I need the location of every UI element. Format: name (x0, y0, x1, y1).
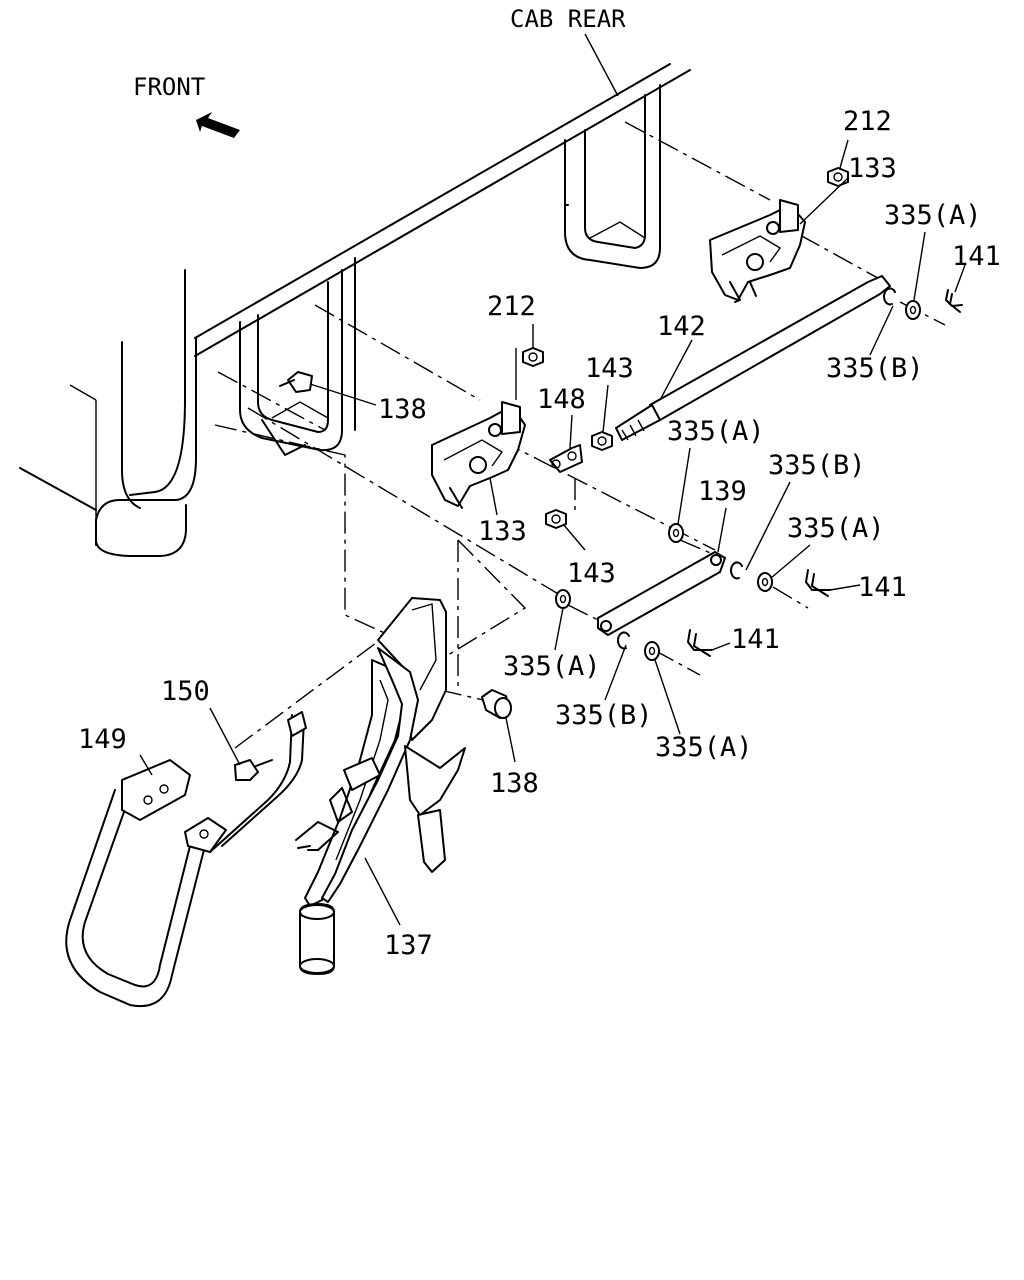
callout-335b-3: 335(B) (555, 700, 653, 731)
callout-149: 149 (78, 724, 127, 755)
callout-139: 139 (698, 476, 747, 507)
front-label: FRONT (133, 73, 205, 101)
callout-133-upper: 133 (848, 153, 897, 184)
snap-rings (617, 287, 896, 650)
callout-143-upper: 143 (585, 353, 634, 384)
parking-brake-lever-137 (295, 597, 466, 975)
callout-335a-2: 335(A) (667, 416, 765, 447)
upper-lever-bracket-133 (709, 199, 806, 303)
link-139 (597, 551, 726, 636)
callout-335a-4: 335(A) (503, 651, 601, 682)
callout-335b-2: 335(B) (768, 450, 866, 481)
nut-143-upper (591, 431, 613, 451)
callout-148: 148 (537, 384, 586, 415)
nut-143-lower (545, 509, 567, 529)
callout-133-lower: 133 (478, 516, 527, 547)
callout-142: 142 (657, 311, 706, 342)
bolt-138-upper (279, 371, 313, 393)
link-rod-142 (615, 275, 891, 441)
leader-lines (139, 139, 966, 926)
front-arrow-icon (196, 112, 240, 138)
bolt-138-lower (481, 689, 512, 719)
callout-141-1: 141 (952, 241, 1001, 272)
callout-138-upper: 138 (378, 394, 427, 425)
nut-212-upper (827, 167, 849, 187)
nut-212-lower (522, 347, 544, 367)
cab-rear-leader (584, 33, 619, 97)
callout-335b-1: 335(B) (826, 353, 924, 384)
callout-212-lower: 212 (487, 291, 536, 322)
callout-137: 137 (384, 930, 433, 961)
callout-141-3: 141 (731, 624, 780, 655)
callout-335a-3: 335(A) (787, 513, 885, 544)
callout-143-lower: 143 (567, 558, 616, 589)
bracket-148 (549, 444, 583, 473)
callout-335a-1: 335(A) (884, 200, 982, 231)
callout-141-2: 141 (858, 572, 907, 603)
callout-150: 150 (161, 676, 210, 707)
bolt-150 (234, 759, 273, 781)
step-149 (65, 711, 307, 1008)
callouts: 212 133 335(A) 141 212 142 335(B) 138 14… (78, 106, 1001, 961)
cab-rear-label: CAB REAR (510, 5, 626, 33)
callout-335a-5: 335(A) (655, 732, 753, 763)
callout-212-upper: 212 (843, 106, 892, 137)
cotter-pins-141 (687, 289, 963, 657)
callout-138-lower: 138 (490, 768, 539, 799)
lower-lever-bracket-133 (431, 401, 526, 509)
cab-frame (19, 63, 691, 557)
washers (555, 300, 921, 661)
